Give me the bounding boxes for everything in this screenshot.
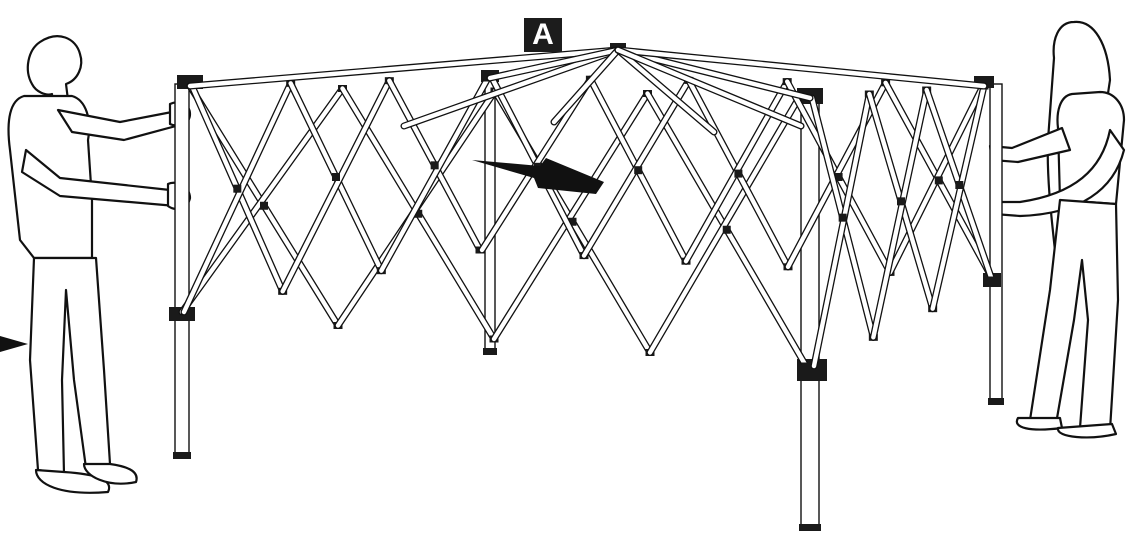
leg-front-right (989, 83, 1003, 403)
roof-spoke-2-inner (615, 47, 813, 101)
right-person (988, 20, 1126, 439)
leg-front-left (174, 83, 190, 457)
arrow-right-icon (0, 336, 28, 352)
roof-support-0-inner (401, 47, 621, 129)
truss-back-right-pivot2 (734, 169, 743, 178)
leg-front-left-foot (173, 452, 191, 459)
leg-front-right-foot (988, 398, 1004, 405)
leg-front-center-foot (799, 524, 821, 531)
left-person (7, 35, 192, 494)
roof-support-3-inner (615, 47, 804, 129)
truss-back-left-pivot1 (332, 173, 340, 181)
roof-spoke-1-inner (487, 47, 621, 81)
truss-back-left-pivot2 (430, 161, 439, 170)
truss-right-pivot1 (897, 197, 905, 206)
truss-right-strut-b1-inner (871, 87, 929, 340)
truss-front-pivot2 (568, 217, 577, 226)
truss-back-left-strut-b2-inner (379, 75, 491, 273)
truss-front-pivot3 (722, 225, 731, 234)
roof-support-1-inner (551, 47, 621, 125)
leg-back-center (484, 75, 496, 353)
truss-back-right-pivot1 (634, 166, 643, 175)
roof-spoke-3-inner (615, 47, 987, 89)
frame-feet (173, 348, 1004, 531)
truss-back-left-strut-b1-inner (280, 78, 392, 294)
truss-back-right-pivot3 (834, 173, 843, 181)
roof-spoke-0-inner (187, 47, 621, 89)
truss-front-bottom-node3 (801, 362, 811, 370)
roof-support-2-inner (615, 47, 717, 135)
truss-front-pivot1 (414, 209, 423, 218)
truss-front-pivot0 (260, 201, 268, 210)
truss-back-left-pivot0 (233, 184, 242, 193)
leg-front-center (800, 91, 820, 529)
truss-back-right-pivot4 (934, 176, 943, 185)
arrow-left-up-icon (472, 158, 604, 194)
leg-back-center-foot (483, 348, 497, 355)
truss-right-strut-b0-inner (811, 91, 872, 369)
truss-right-bottom-node2 (987, 276, 997, 284)
truss-front-strut-b0-inner (179, 86, 345, 315)
truss-front-strut-b3-inner (647, 93, 803, 355)
truss-back-left-strut-b0-inner (181, 81, 293, 315)
truss-right-pivot2 (955, 181, 964, 189)
truss-right-strut-b2-inner (930, 83, 987, 311)
truss-right-pivot0 (838, 213, 847, 222)
canopy-frame (169, 43, 1003, 529)
step-label-badge: A (524, 18, 562, 52)
